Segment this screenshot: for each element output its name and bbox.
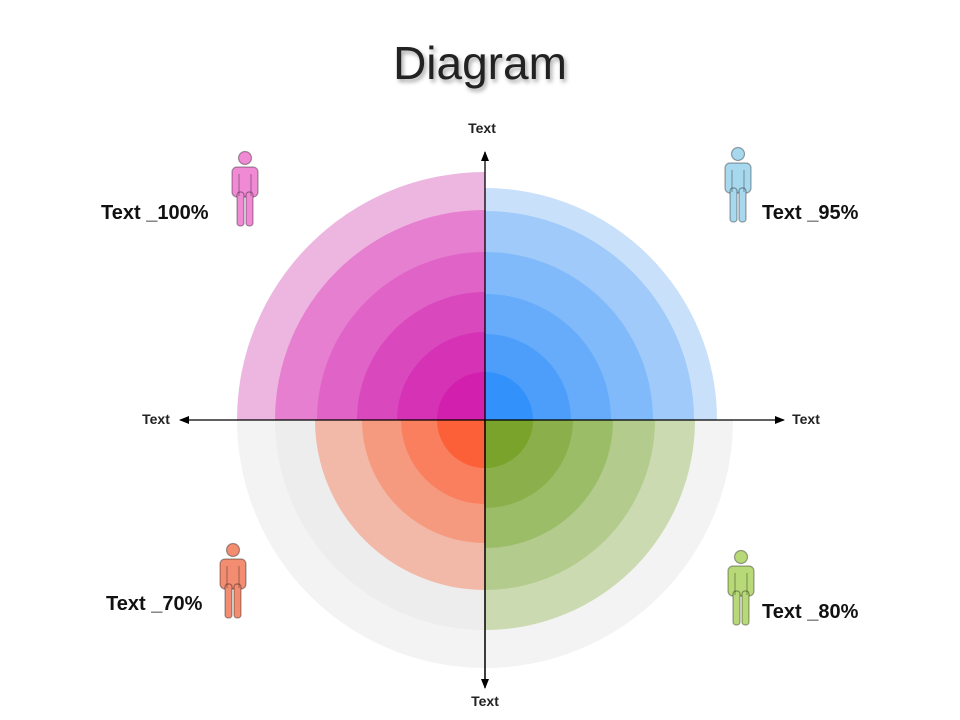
quadrant-bottom-left [237,420,485,668]
quadrant-label-top-left: Text _100% [101,202,209,224]
person-icon-top-right [724,146,752,223]
axis-label-right: Text [792,411,820,427]
person-icon-part [730,146,746,162]
ring-bottom-right-6 [485,420,533,468]
axis-label-top: Text [468,120,496,136]
axis-label-left: Text [142,411,170,427]
person-icon-part [724,162,752,194]
person-icon-part [727,565,755,597]
person-icon-part [732,590,741,626]
quadrant-label-top-right: Text _95% [762,202,859,224]
person-icon-part [236,191,245,227]
quadrant-label-bottom-left: Text _70% [106,593,203,615]
ring-top-right-6 [485,372,533,420]
person-icon-part [738,187,747,223]
diagram-title: Diagram [393,37,567,89]
quadrant-top-left [237,172,485,420]
person-icon-part [231,166,259,198]
person-icon-part [225,542,241,558]
ring-bottom-left-6 [437,420,485,468]
person-icon-part [224,583,233,619]
ring-top-left-6 [437,372,485,420]
person-icon-part [729,187,738,223]
axis-label-bottom: Text [471,693,499,709]
person-icon-top-left [231,150,259,227]
person-icon-bottom-right [727,549,755,626]
quadrant-top-right [485,188,717,420]
person-icon-bottom-left [219,542,247,619]
person-icon-part [245,191,254,227]
person-icon-part [233,583,242,619]
quadrant-label-bottom-right: Text _80% [762,601,859,623]
person-icon-part [219,558,247,590]
person-icon-part [237,150,253,166]
quadrant-bottom-right [485,420,733,668]
person-icon-part [741,590,750,626]
person-icon-part [733,549,749,565]
